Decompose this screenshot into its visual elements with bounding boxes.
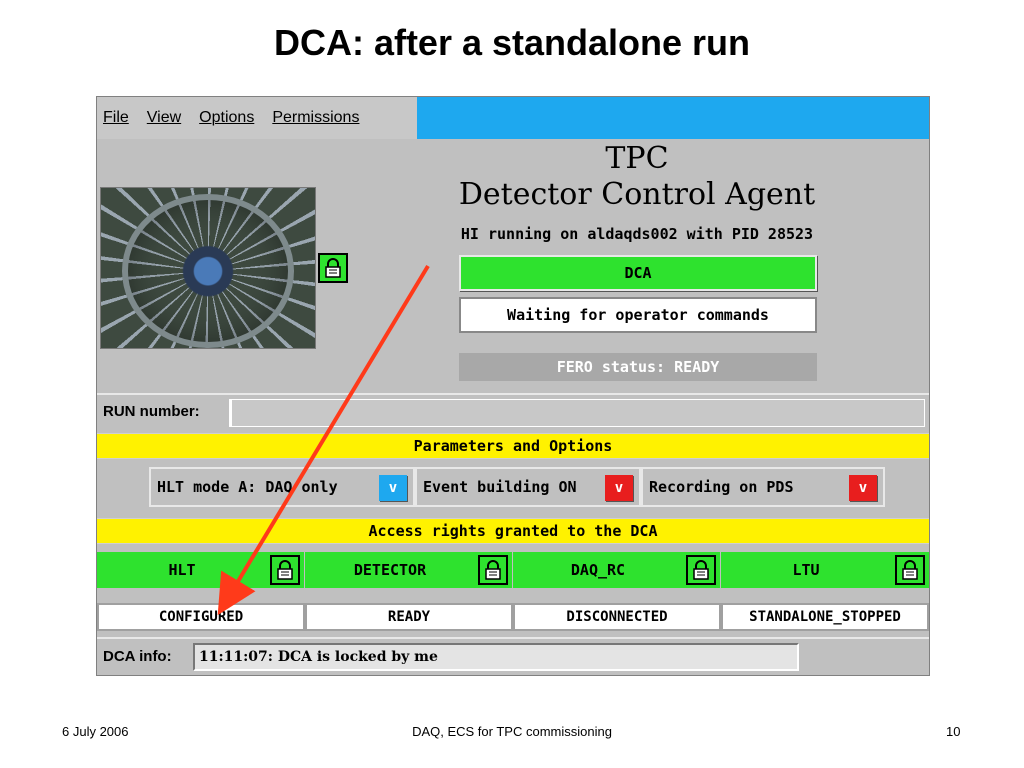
menu-view[interactable]: View: [146, 109, 182, 126]
dca-window: File View Options Permissions TPC Detect…: [96, 96, 930, 676]
menu-permissions[interactable]: Permissions: [272, 109, 360, 126]
footer-date: 6 July 2006: [62, 724, 129, 739]
access-detector-label: DETECTOR: [353, 561, 427, 579]
run-number-field[interactable]: [229, 399, 925, 427]
dca-state-box[interactable]: DCA: [459, 255, 817, 291]
detector-lock-button[interactable]: [478, 555, 508, 585]
menu-items: File View Options Permissions: [97, 97, 417, 139]
footer-center: DAQ, ECS for TPC commissioning: [412, 724, 612, 739]
access-hlt[interactable]: HLT: [97, 552, 305, 588]
menu-bar: File View Options Permissions: [97, 97, 929, 139]
divider: [97, 637, 929, 639]
dca-info-label: DCA info:: [103, 648, 172, 665]
parameters-header: Parameters and Options: [97, 433, 929, 459]
fero-status: FERO status: READY: [459, 353, 817, 381]
running-status: HI running on aldaqds002 with PID 28523: [460, 225, 814, 243]
lock-icon: [485, 560, 501, 580]
hlt-mode-select[interactable]: HLT mode A: DAQ only v: [149, 467, 415, 507]
slide-number: 10: [946, 724, 961, 739]
run-number-label: RUN number:: [103, 403, 200, 420]
detector-state: READY: [305, 603, 513, 631]
lock-icon: [902, 560, 918, 580]
access-daq-rc[interactable]: DAQ_RC: [513, 552, 721, 588]
ltu-lock-button[interactable]: [895, 555, 925, 585]
dca-lock-button[interactable]: [318, 253, 348, 283]
recording-select[interactable]: Recording on PDS v: [641, 467, 885, 507]
access-daq-rc-label: DAQ_RC: [570, 561, 626, 579]
access-detector[interactable]: DETECTOR: [305, 552, 513, 588]
detector-photo: [100, 187, 316, 349]
access-hlt-label: HLT: [168, 561, 196, 579]
agent-title: TPC Detector Control Agent: [437, 141, 837, 213]
hlt-lock-button[interactable]: [270, 555, 300, 585]
agent-title-line2: Detector Control Agent: [458, 177, 816, 212]
access-ltu-label: LTU: [792, 561, 820, 579]
event-building-dropdown-button[interactable]: v: [605, 475, 633, 501]
access-ltu[interactable]: LTU: [721, 552, 929, 588]
lock-icon: [693, 560, 709, 580]
slide-title: DCA: after a standalone run: [273, 22, 751, 63]
recording-label: Recording on PDS: [649, 478, 794, 496]
access-header: Access rights granted to the DCA: [97, 518, 929, 544]
hlt-mode-label: HLT mode A: DAQ only: [157, 478, 338, 496]
menu-file[interactable]: File: [103, 109, 129, 126]
parameters-row: HLT mode A: DAQ only v Event building ON…: [149, 467, 885, 507]
agent-title-line1: TPC: [605, 141, 669, 176]
menu-options[interactable]: Options: [199, 109, 255, 126]
lock-icon: [325, 258, 341, 278]
ltu-state: STANDALONE_STOPPED: [721, 603, 929, 631]
hlt-state: CONFIGURED: [97, 603, 305, 631]
daq-rc-state: DISCONNECTED: [513, 603, 721, 631]
event-building-label: Event building ON: [423, 478, 577, 496]
dca-info-field: 11:11:07: DCA is locked by me: [193, 643, 799, 671]
lock-icon: [277, 560, 293, 580]
recording-dropdown-button[interactable]: v: [849, 475, 877, 501]
divider: [97, 393, 929, 395]
hlt-mode-dropdown-button[interactable]: v: [379, 475, 407, 501]
daq-rc-lock-button[interactable]: [686, 555, 716, 585]
access-row: HLT DETECTOR DAQ: [97, 552, 929, 588]
state-row: CONFIGURED READY DISCONNECTED STANDALONE…: [97, 603, 929, 631]
event-building-select[interactable]: Event building ON v: [415, 467, 641, 507]
dca-message-box: Waiting for operator commands: [459, 297, 817, 333]
